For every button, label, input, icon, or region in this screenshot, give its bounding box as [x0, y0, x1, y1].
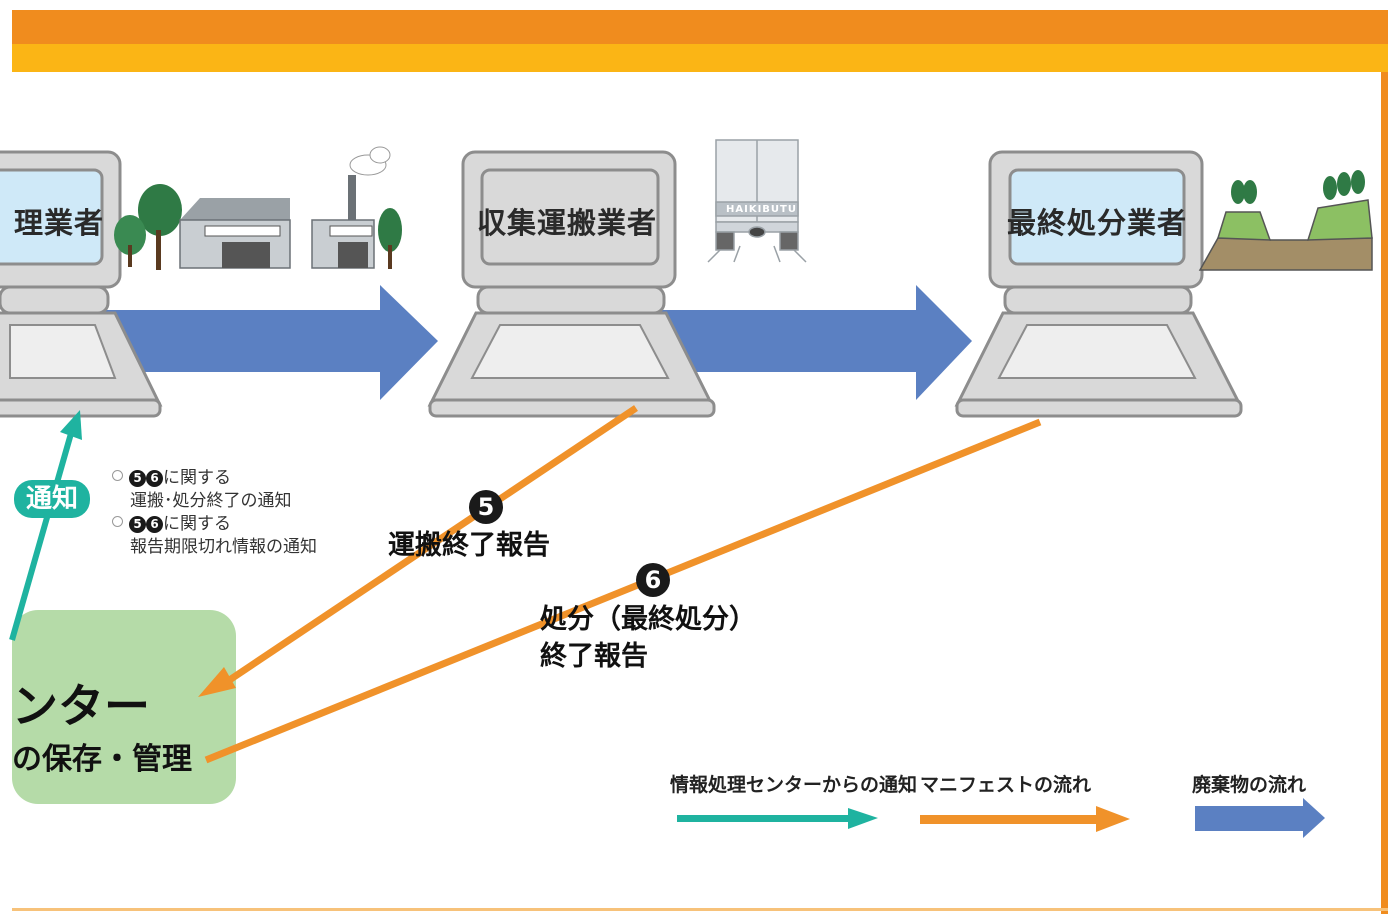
legend-info-label: 情報処理センターからの通知	[670, 774, 918, 796]
report6-label-line1: 処分（最終処分）	[540, 604, 756, 635]
info-center-box	[12, 610, 236, 804]
report5-number: 5	[469, 490, 503, 524]
legend-manifest-label: マニフェストの流れ	[920, 774, 1092, 796]
num-circle: 5	[129, 516, 146, 533]
waste-arrow-1	[100, 285, 438, 400]
bullet-icon	[112, 516, 123, 527]
legend-teal-arrow	[677, 808, 878, 829]
actor-middle-label: 収集運搬業者	[477, 206, 658, 240]
waste-arrow-2	[650, 285, 972, 400]
legend-waste-label: 廃棄物の流れ	[1192, 774, 1307, 796]
report6-label-line2: 終了報告	[540, 641, 648, 672]
notify-badge: 通知	[14, 480, 91, 518]
notify-note-2-detail: 報告期限切れ情報の通知	[130, 537, 317, 557]
legend-blue-arrow	[1195, 798, 1325, 838]
manifest-arrow-5	[198, 405, 638, 697]
actor-left-label: 理業者	[14, 206, 105, 240]
manifest-arrow-6	[204, 418, 1042, 764]
computer-left	[0, 150, 163, 418]
header-bar-bottom	[12, 44, 1388, 72]
factory-illustration	[114, 146, 402, 270]
legend-orange-arrow	[920, 806, 1130, 832]
center-subtitle: の保存・管理	[12, 742, 192, 777]
notify-note-1-detail: 運搬･処分終了の通知	[130, 491, 292, 511]
num-circle: 6	[146, 516, 163, 533]
actor-right-label: 最終処分業者	[1007, 206, 1188, 240]
bottom-border	[12, 908, 1388, 911]
header-bar-top	[12, 10, 1388, 44]
landfill-illustration	[1198, 170, 1373, 271]
truck-illustration	[707, 139, 807, 263]
truck-label: HAIKIBUTU	[726, 204, 797, 215]
computer-middle	[427, 150, 716, 418]
report6-number: 6	[636, 563, 670, 597]
notify-arrow	[9, 410, 82, 641]
bullet-icon	[112, 470, 123, 481]
num-circle: 5	[129, 470, 146, 487]
report5-label: 運搬終了報告	[388, 530, 550, 561]
center-title: ンター	[12, 679, 150, 733]
num-circle: 6	[146, 470, 163, 487]
right-border	[1381, 72, 1388, 914]
computer-right	[954, 150, 1243, 418]
